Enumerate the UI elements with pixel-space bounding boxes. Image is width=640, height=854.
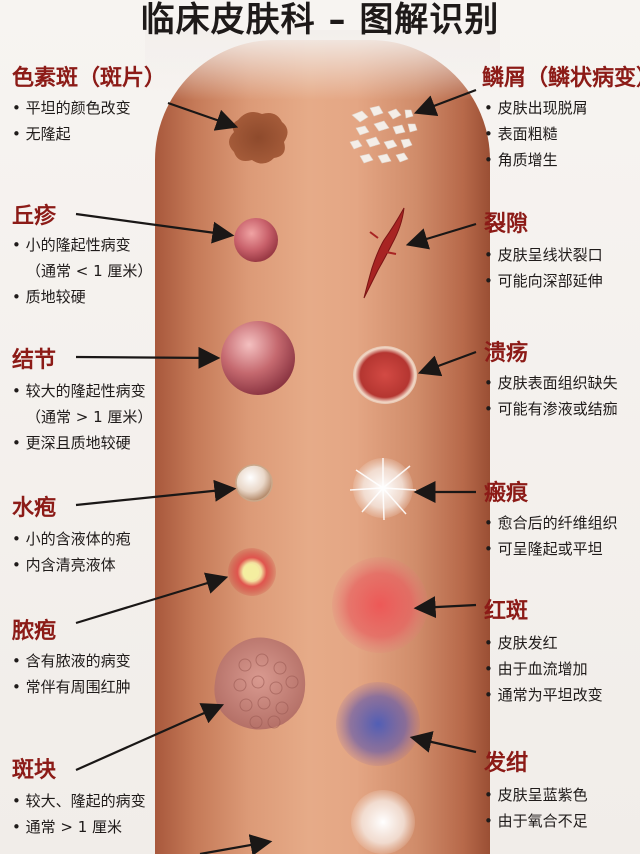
bullet: 可能有渗液或结痂 bbox=[484, 396, 618, 422]
bullet: 皮肤呈线状裂口 bbox=[484, 242, 603, 268]
scale-lesion bbox=[349, 105, 418, 164]
arrow-papule bbox=[75, 212, 235, 244]
bullet: 皮肤表面组织缺失 bbox=[484, 370, 618, 396]
arrow-pustule bbox=[75, 572, 229, 625]
arrow-fissure bbox=[405, 222, 477, 250]
arrow-nodule bbox=[75, 346, 221, 369]
term-papule: 丘疹 bbox=[12, 204, 57, 229]
bullet: 小的隆起性病变 bbox=[12, 232, 152, 258]
erythema-lesion bbox=[332, 557, 428, 653]
term-fissure: 裂隙 bbox=[484, 212, 529, 237]
scar-lesion bbox=[349, 458, 417, 521]
bullet: 内含清亮液体 bbox=[12, 552, 131, 578]
bullets-macule: 平坦的颜色改变 无隆起 bbox=[12, 95, 131, 147]
bullets-ulcer: 皮肤表面组织缺失 可能有渗液或结痂 bbox=[484, 370, 618, 422]
pustule-core bbox=[243, 564, 259, 580]
bullets-cyanosis: 皮肤呈蓝紫色 由于氧合不足 bbox=[484, 782, 588, 834]
arrow-bottom bbox=[199, 834, 273, 854]
bullet: 角质增生 bbox=[484, 147, 588, 173]
bullet: 可能向深部延伸 bbox=[484, 268, 603, 294]
bullet: 由于氧合不足 bbox=[484, 808, 588, 834]
term-plaque: 斑块 bbox=[12, 758, 57, 783]
plaque-lesion bbox=[214, 637, 306, 730]
macule-lesion bbox=[229, 112, 288, 164]
bottom-scar-lesion bbox=[351, 790, 415, 854]
bullets-scale: 皮肤出现脱屑 表面粗糙 角质增生 bbox=[484, 95, 588, 173]
fissure-branches bbox=[369, 231, 397, 255]
plaque-texture bbox=[233, 653, 299, 729]
bullets-vesicle: 小的含液体的疱 内含清亮液体 bbox=[12, 526, 131, 578]
term-scale: 鳞屑（鳞状病变） bbox=[482, 66, 640, 91]
arrow-macule bbox=[167, 101, 239, 131]
bullets-erythema: 皮肤发红 由于血流增加 通常为平坦改变 bbox=[484, 630, 603, 708]
bullet: 较大、隆起的病变 bbox=[12, 788, 146, 814]
bullet: 皮肤发红 bbox=[484, 630, 603, 656]
papule-lesion bbox=[234, 218, 278, 262]
term-erythema: 红斑 bbox=[484, 599, 529, 624]
bullet: 由于血流增加 bbox=[484, 656, 603, 682]
page-title: 临床皮肤科 – 图解识别 bbox=[140, 0, 500, 40]
term-pustule: 脓疱 bbox=[12, 619, 57, 644]
term-cyanosis: 发绀 bbox=[484, 751, 529, 776]
arrow-scale bbox=[413, 88, 477, 117]
bullet: 常伴有周围红肿 bbox=[12, 674, 131, 700]
bullet: 平坦的颜色改变 bbox=[12, 95, 131, 121]
bullet-note: （通常 < 1 厘米） bbox=[26, 262, 153, 280]
bullet: 较大的隆起性病变 bbox=[12, 378, 152, 404]
term-scar: 瘢痕 bbox=[484, 481, 529, 506]
bullets-scar: 愈合后的纤维组织 可呈隆起或平坦 bbox=[484, 510, 618, 562]
ulcer-lesion bbox=[353, 346, 417, 404]
bullet: 质地较硬 bbox=[12, 284, 152, 310]
term-nodule: 结节 bbox=[12, 348, 57, 373]
bullet: 愈合后的纤维组织 bbox=[484, 510, 618, 536]
bullet: 小的含液体的疱 bbox=[12, 526, 131, 552]
bullet: 皮肤出现脱屑 bbox=[484, 95, 588, 121]
bullet-note: （通常 > 1 厘米） bbox=[26, 408, 153, 426]
bullet: 含有脓液的病变 bbox=[12, 648, 131, 674]
term-vesicle: 水疱 bbox=[12, 496, 57, 521]
bullets-nodule: 较大的隆起性病变 （通常 > 1 厘米） 更深且质地较硬 bbox=[12, 378, 153, 456]
bullet: 通常为平坦改变 bbox=[484, 682, 603, 708]
bullet: 通常 > 1 厘米 bbox=[12, 814, 146, 840]
arrow-cyanosis bbox=[409, 731, 477, 754]
arrow-vesicle bbox=[75, 479, 237, 507]
arrow-ulcer bbox=[417, 350, 477, 377]
bullet: 表面粗糙 bbox=[484, 121, 588, 147]
nodule-lesion bbox=[221, 321, 295, 395]
bullets-plaque: 较大、隆起的病变 通常 > 1 厘米 bbox=[12, 788, 146, 840]
bullet: 更深且质地较硬 bbox=[12, 430, 152, 456]
arrow-erythema bbox=[413, 596, 477, 619]
bullet: 无隆起 bbox=[12, 121, 131, 147]
cyanosis-lesion bbox=[336, 682, 420, 766]
arrow-plaque bbox=[75, 703, 225, 772]
fissure-lesion bbox=[363, 207, 405, 299]
bullet: 皮肤呈蓝紫色 bbox=[484, 782, 588, 808]
bullets-papule: 小的隆起性病变 （通常 < 1 厘米） 质地较硬 bbox=[12, 232, 153, 310]
bullets-pustule: 含有脓液的病变 常伴有周围红肿 bbox=[12, 648, 131, 700]
bullets-fissure: 皮肤呈线状裂口 可能向深部延伸 bbox=[484, 242, 603, 294]
term-macule: 色素斑（斑片） bbox=[12, 66, 167, 91]
bullet: 可呈隆起或平坦 bbox=[484, 536, 618, 562]
leg-top-fade bbox=[145, 30, 500, 100]
term-ulcer: 溃疡 bbox=[484, 341, 529, 366]
